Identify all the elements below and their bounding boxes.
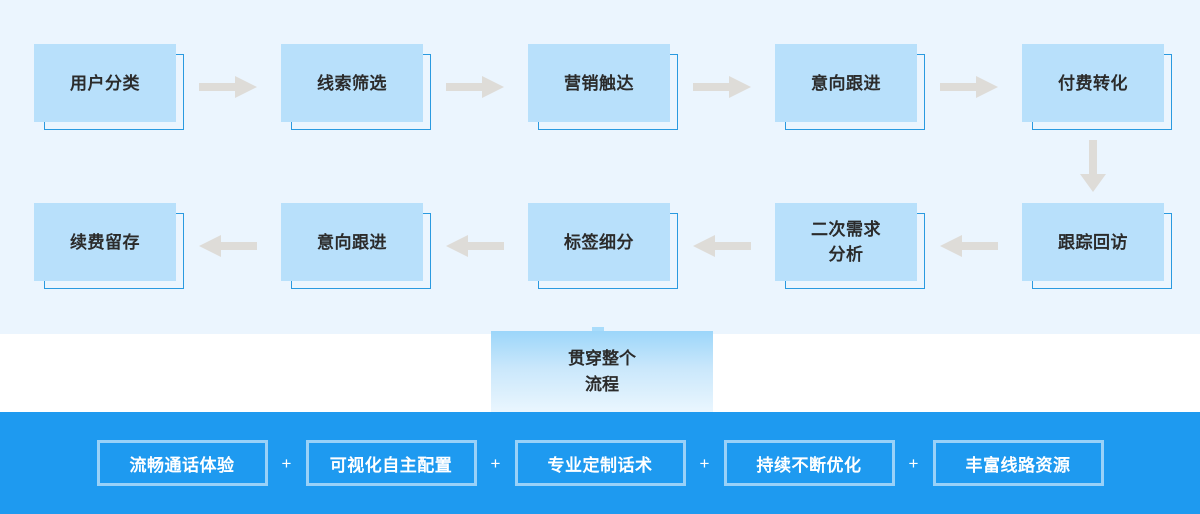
feature-chip-rich-line-resources[interactable]: 丰富线路资源 [932, 440, 1104, 486]
flow-step-intent-followup-row2[interactable]: 意向跟进 [281, 203, 431, 289]
callout-connector-nub [592, 327, 604, 333]
arrow-right-icon [446, 76, 504, 98]
arrow-left-icon [940, 235, 998, 257]
arrow-right-icon [693, 76, 751, 98]
flow-step-label: 营销触达 [564, 73, 634, 93]
step-fill: 跟踪回访 [1022, 203, 1164, 281]
step-fill: 付费转化 [1022, 44, 1164, 122]
feature-chip-list: 流畅通话体验 + 可视化自主配置 + 专业定制话术 + 持续不断优化 + 丰富线… [96, 440, 1104, 486]
flow-step-label: 线索筛选 [317, 73, 387, 93]
callout-label: 贯穿整个 流程 [568, 348, 636, 394]
flow-step-lead-screening[interactable]: 线索筛选 [281, 44, 431, 130]
feature-chip-visual-config[interactable]: 可视化自主配置 [305, 440, 477, 486]
flow-step-followup-revisit[interactable]: 跟踪回访 [1022, 203, 1172, 289]
flow-step-user-classification[interactable]: 用户分类 [34, 44, 184, 130]
flow-step-paid-conversion[interactable]: 付费转化 [1022, 44, 1172, 130]
flow-step-label: 意向跟进 [811, 73, 881, 93]
feature-chip-label: 持续不断优化 [756, 455, 862, 475]
step-fill: 续费留存 [34, 203, 176, 281]
plus-separator-icon: + [908, 453, 919, 473]
feature-chip-label: 流畅通话体验 [129, 455, 235, 475]
flow-step-label: 续费留存 [70, 232, 140, 252]
feature-chip-smooth-call[interactable]: 流畅通话体验 [96, 440, 268, 486]
whole-process-callout: 贯穿整个 流程 [491, 331, 713, 412]
flow-step-secondary-demand-analysis[interactable]: 二次需求 分析 [775, 203, 925, 289]
flow-step-label: 用户分类 [70, 73, 140, 93]
flow-step-intent-followup-row1[interactable]: 意向跟进 [775, 44, 925, 130]
step-fill: 用户分类 [34, 44, 176, 122]
plus-separator-icon: + [699, 453, 710, 473]
flow-step-label: 付费转化 [1058, 73, 1128, 93]
feature-chip-label: 丰富线路资源 [965, 455, 1071, 475]
arrow-left-icon [693, 235, 751, 257]
plus-separator-icon: + [281, 453, 292, 473]
step-fill: 二次需求 分析 [775, 203, 917, 281]
flow-step-marketing-reach[interactable]: 营销触达 [528, 44, 678, 130]
flow-step-label: 意向跟进 [317, 232, 387, 252]
step-fill: 意向跟进 [775, 44, 917, 122]
arrow-right-icon [199, 76, 257, 98]
feature-chip-label: 专业定制话术 [547, 455, 653, 475]
flow-step-renewal-retention[interactable]: 续费留存 [34, 203, 184, 289]
arrow-right-icon [940, 76, 998, 98]
step-fill: 标签细分 [528, 203, 670, 281]
flow-step-label: 跟踪回访 [1058, 232, 1128, 252]
arrow-left-icon [446, 235, 504, 257]
feature-chip-label: 可视化自主配置 [329, 455, 453, 475]
flow-step-label: 标签细分 [564, 232, 634, 252]
step-fill: 营销触达 [528, 44, 670, 122]
step-fill: 意向跟进 [281, 203, 423, 281]
step-fill: 线索筛选 [281, 44, 423, 122]
flow-diagram-region: 用户分类 线索筛选 营销触达 意向跟进 [0, 0, 1200, 334]
flow-step-label: 二次需求 分析 [811, 220, 881, 264]
feature-chip-custom-script[interactable]: 专业定制话术 [514, 440, 686, 486]
feature-bar: 流畅通话体验 + 可视化自主配置 + 专业定制话术 + 持续不断优化 + 丰富线… [0, 412, 1200, 514]
arrow-down-icon [1080, 140, 1106, 192]
feature-chip-continuous-optimization[interactable]: 持续不断优化 [723, 440, 895, 486]
flow-step-tag-segmentation[interactable]: 标签细分 [528, 203, 678, 289]
plus-separator-icon: + [490, 453, 501, 473]
arrow-left-icon [199, 235, 257, 257]
